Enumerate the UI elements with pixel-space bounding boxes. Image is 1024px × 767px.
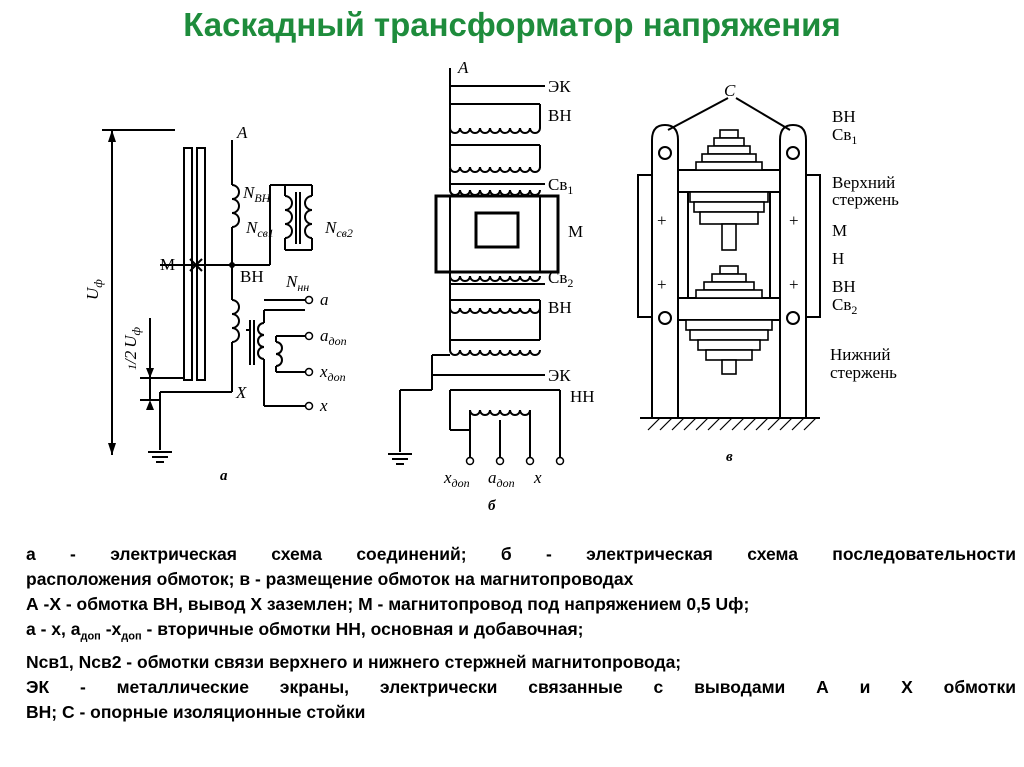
svg-text:Nнн: Nнн: [285, 272, 309, 294]
description-line: ВН; С - опорные изоляционные стойки: [26, 701, 366, 722]
description-line: Nсв1, Nсв2 - обмотки связи верхнего и ни…: [26, 651, 682, 672]
svg-text:X: X: [235, 383, 247, 402]
svg-text:ЭК: ЭК: [548, 77, 571, 96]
svg-text:ВН: ВН: [832, 107, 856, 126]
caption-b: б: [488, 498, 496, 514]
svg-text:М: М: [832, 221, 847, 240]
svg-text:НН: НН: [570, 387, 595, 406]
svg-text:Св2: Св2: [548, 268, 573, 290]
svg-text:xдоп: xдоп: [319, 362, 346, 384]
page-title: Каскадный трансформатор напряжения: [183, 6, 841, 43]
svg-text:+: +: [789, 211, 799, 230]
description-line: расположения обмоток; в - размещение обм…: [26, 569, 634, 589]
svg-text:Верхний: Верхний: [832, 173, 895, 192]
svg-text:стержень: стержень: [832, 190, 899, 209]
svg-text:NВН: NВН: [242, 183, 272, 205]
svg-text:Нижний: Нижний: [830, 345, 890, 364]
transformer-diagram: Uф 1/2Uф М: [83, 58, 899, 514]
svg-text:ВН: ВН: [832, 277, 856, 296]
svg-text:ВН: ВН: [548, 298, 572, 317]
svg-text:A: A: [457, 58, 469, 77]
svg-text:Nсв2: Nсв2: [324, 218, 353, 240]
description-line: А -Х - обмотка ВН, вывод Х заземлен; М -…: [26, 594, 750, 614]
svg-text:A: A: [236, 123, 248, 142]
svg-text:Н: Н: [832, 249, 844, 268]
svg-text:+: +: [657, 275, 667, 294]
svg-text:C: C: [724, 81, 736, 100]
svg-text:+: +: [789, 275, 799, 294]
svg-text:Св1: Св1: [832, 125, 857, 147]
svg-text:ВН: ВН: [548, 106, 572, 125]
svg-text:Св1: Св1: [548, 175, 573, 197]
panel-a-connection-scheme: Uф 1/2Uф М: [83, 123, 353, 484]
svg-text:+: +: [657, 211, 667, 230]
svg-text:x: x: [533, 468, 542, 487]
svg-text:xдоп: xдоп: [443, 468, 470, 490]
description-block: а - электрическая схема соединений; б - …: [26, 542, 1016, 725]
svg-text:a: a: [320, 290, 329, 309]
svg-text:Uф: Uф: [83, 279, 105, 300]
svg-text:М: М: [160, 255, 175, 274]
panel-b-winding-sequence: A ЭК ВН Св1 М Св2 ВН: [388, 58, 595, 514]
svg-text:ВН: ВН: [240, 267, 264, 286]
svg-text:стержень: стержень: [830, 363, 897, 382]
svg-text:М: М: [568, 222, 583, 241]
panel-v-physical-layout: + + + +: [637, 81, 899, 465]
svg-text:Св2: Св2: [832, 295, 857, 317]
svg-text:ЭК: ЭК: [548, 366, 571, 385]
svg-text:aдоп: aдоп: [488, 468, 515, 490]
svg-text:Nсв1: Nсв1: [245, 218, 274, 240]
description-line: а - х, адоп -хдоп - вторичные обмотки НН…: [26, 619, 584, 643]
description-line: ЭК - металлические экраны, электрически …: [26, 676, 1016, 697]
svg-text:aдоп: aдоп: [320, 326, 347, 348]
svg-text:x: x: [319, 396, 328, 415]
caption-v: в: [726, 449, 733, 465]
svg-text:1/2Uф: 1/2Uф: [121, 326, 143, 370]
caption-a: а: [220, 468, 228, 484]
description-line: а - электрическая схема соединений; б - …: [26, 544, 1016, 564]
